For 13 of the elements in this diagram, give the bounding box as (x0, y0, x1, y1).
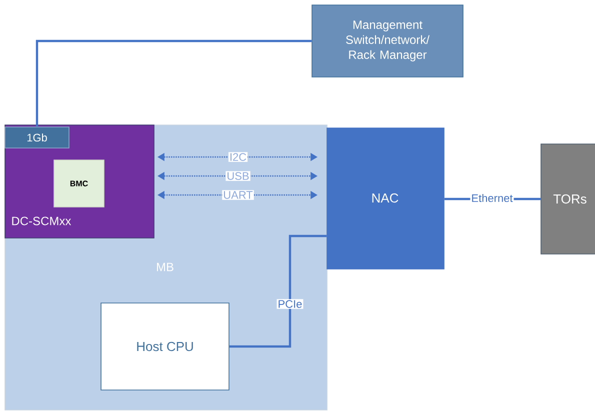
edge-label: Ethernet (470, 192, 514, 204)
port-box: 1Gb (4, 126, 70, 148)
connector (229, 234, 327, 348)
edge-label: UART (222, 190, 254, 200)
connector (36, 40, 312, 127)
controller-box: NAC (326, 128, 444, 270)
edge-label: USB (226, 171, 250, 181)
switch-box: TORs (540, 144, 595, 254)
network-box: Management Switch/network/ Rack Manager (312, 4, 464, 78)
edge-label: I2C (228, 152, 248, 162)
edge-label: PCIe (276, 299, 304, 309)
cpu-box: Host CPU (100, 302, 230, 390)
chip-box: BMC (54, 160, 104, 208)
